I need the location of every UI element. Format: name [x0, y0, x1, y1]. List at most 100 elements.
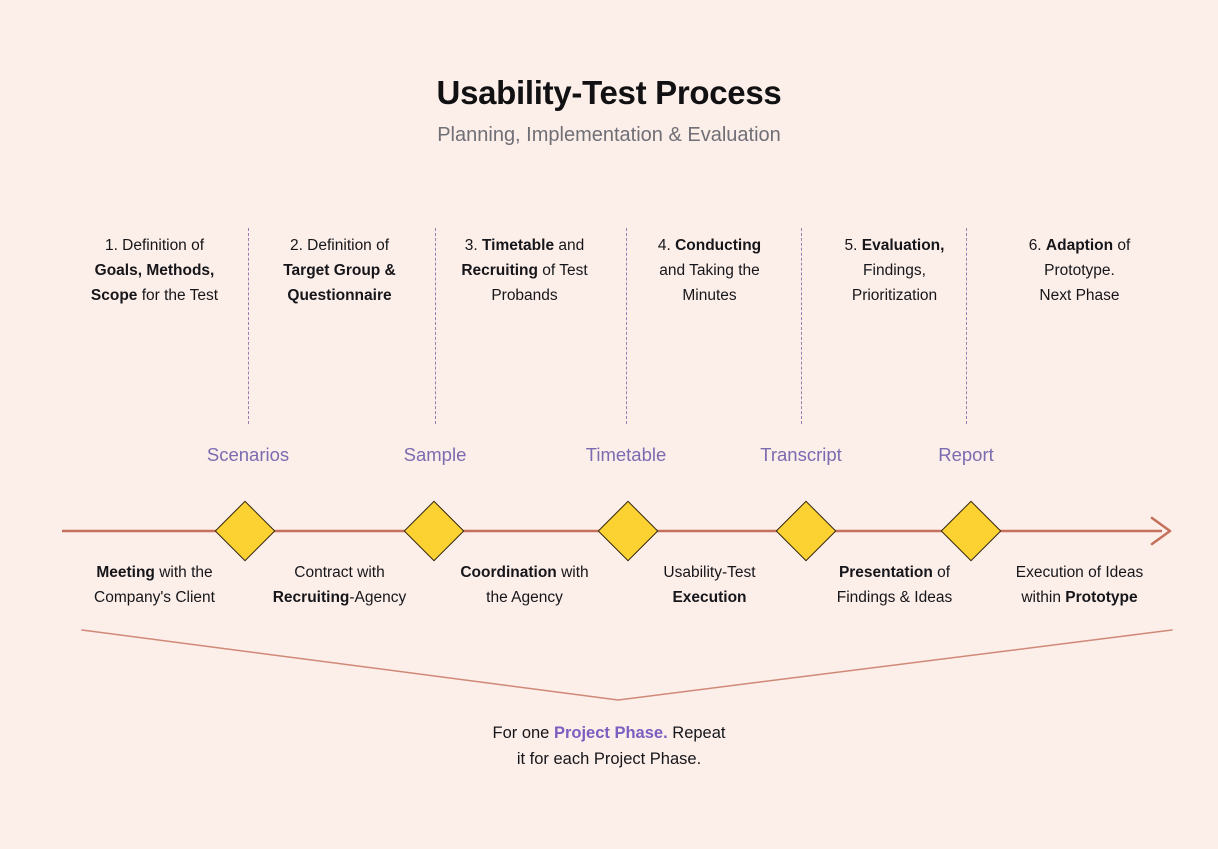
step-3-line: Probands — [438, 283, 611, 308]
step-6-text: 6. — [1028, 237, 1046, 254]
caption-text: Repeat — [667, 724, 726, 742]
step-1-line: Goals, Methods, — [68, 258, 241, 283]
arrow-right-icon — [1150, 516, 1172, 546]
phase-caption: For one Project Phase. Repeat it for each… — [0, 720, 1218, 772]
activity-2-text: -Agency — [349, 589, 407, 607]
activity-1-line: Company's Client — [66, 585, 243, 610]
activity-2-text: Contract with — [294, 564, 385, 581]
step-2-line: 2. Definition of — [253, 233, 426, 258]
step-4-text: 4. — [657, 237, 676, 254]
step-2-line: Target Group & — [253, 258, 426, 283]
step-3-line: Recruiting of Test — [438, 258, 611, 283]
activity-4-text: Execution — [672, 589, 747, 607]
step-3-text: 3. — [464, 237, 482, 254]
activity-1-text: Company's Client — [94, 589, 215, 607]
activity-2-line: Contract with — [251, 560, 428, 585]
milestone-diamond-3 — [597, 500, 659, 562]
step-4-text: Minutes — [682, 287, 737, 305]
step-divider-5 — [966, 228, 967, 424]
page-subtitle: Planning, Implementation & Evaluation — [437, 123, 781, 146]
step-1-text: for the Test — [137, 287, 219, 305]
activity-4-line: Execution — [621, 585, 798, 610]
step-2-line: Questionnaire — [253, 283, 426, 308]
activity-5-line: Presentation of — [806, 560, 983, 585]
activity-3-text: with — [556, 564, 589, 581]
step-2-text: Questionnaire — [287, 287, 392, 305]
caption-highlight: Project Phase. — [553, 724, 668, 742]
milestone-diamond-1 — [214, 500, 276, 562]
activity-1-text: with the — [154, 564, 213, 581]
activity-5-line: Findings & Ideas — [806, 585, 983, 610]
caption-text: it for each Project Phase. — [516, 750, 702, 769]
step-5-text: Prioritization — [851, 287, 938, 305]
step-5-text: Evaluation, — [861, 237, 945, 254]
process-step-2: 2. Definition of Target Group & Questionna… — [247, 233, 432, 308]
step-4-text: Conducting — [675, 237, 762, 254]
step-2-text: Target Group & — [283, 262, 396, 280]
deliverable-label-3: Timetable — [585, 444, 667, 465]
step-5-line: Prioritization — [808, 283, 981, 308]
activity-6-text: within — [1021, 589, 1066, 607]
activity-3: Coordination with the Agency — [432, 560, 617, 610]
activity-3-line: the Agency — [436, 585, 613, 610]
step-divider-3 — [626, 228, 627, 424]
step-1-line: 1. Definition of — [68, 233, 241, 258]
step-3-text: Timetable — [481, 237, 555, 254]
process-step-1: 1. Definition of Goals, Methods, Scope for… — [62, 233, 247, 308]
step-5-text: 5. — [844, 237, 862, 254]
activity-2-line: Recruiting-Agency — [251, 585, 428, 610]
activity-1-line: Meeting with the — [66, 560, 243, 585]
activity-6-text: Execution of Ideas — [1015, 564, 1144, 581]
activity-6-text: Prototype — [1065, 589, 1138, 607]
deliverable-label-1: Scenarios — [206, 444, 290, 465]
caption-line: For one Project Phase. Repeat — [0, 720, 1218, 746]
step-4-line: and Taking the — [623, 258, 796, 283]
activity-6: Execution of Ideas within Prototype — [987, 560, 1172, 610]
step-1-text: Scope — [90, 287, 138, 305]
step-1-text: Goals, Methods, — [94, 262, 215, 280]
diagram-header: Usability-Test Process Planning, Impleme… — [0, 74, 1218, 147]
step-5-line: Findings, — [808, 258, 981, 283]
activity-3-line: Coordination with — [436, 560, 613, 585]
step-6-line: Next Phase — [993, 283, 1166, 308]
deliverable-label-2: Sample — [403, 444, 467, 465]
activity-1-text: Meeting — [96, 564, 155, 581]
step-6-line: 6. Adaption of — [993, 233, 1166, 258]
process-step-5: 5. Evaluation, Findings, Prioritization — [802, 233, 987, 308]
step-1-text: 1. Definition of — [104, 237, 205, 254]
project-phase-bracket — [81, 629, 1173, 701]
step-2-text: 2. Definition of — [289, 237, 390, 254]
step-3-text: of Test — [537, 262, 588, 280]
process-steps-row: 1. Definition of Goals, Methods, Scope for… — [62, 233, 1172, 308]
step-4-text: and Taking the — [659, 262, 760, 280]
deliverable-label-4: Transcript — [760, 444, 842, 465]
step-6-line: Prototype. — [993, 258, 1166, 283]
caption-line: it for each Project Phase. — [0, 746, 1218, 772]
step-4-line: Minutes — [623, 283, 796, 308]
activity-4-line: Usability-Test — [621, 560, 798, 585]
step-divider-4 — [801, 228, 802, 424]
milestone-diamond-5 — [940, 500, 1002, 562]
deliverable-label-5: Report — [938, 444, 994, 465]
step-5-line: 5. Evaluation, — [808, 233, 981, 258]
step-6-text: of — [1113, 237, 1131, 254]
step-5-text: Findings, — [863, 262, 926, 280]
activity-2-text: Recruiting — [272, 589, 350, 607]
activity-5-text: Presentation — [838, 564, 933, 581]
milestone-diamond-2 — [403, 500, 465, 562]
step-1-line: Scope for the Test — [68, 283, 241, 308]
step-3-text: Probands — [491, 287, 558, 305]
step-6-text: Next Phase — [1039, 287, 1120, 305]
step-3-text: Recruiting — [461, 262, 538, 280]
step-3-line: 3. Timetable and — [438, 233, 611, 258]
activity-3-text: the Agency — [486, 589, 563, 607]
page-title: Usability-Test Process — [436, 74, 782, 111]
step-6-text: Adaption — [1045, 237, 1114, 254]
